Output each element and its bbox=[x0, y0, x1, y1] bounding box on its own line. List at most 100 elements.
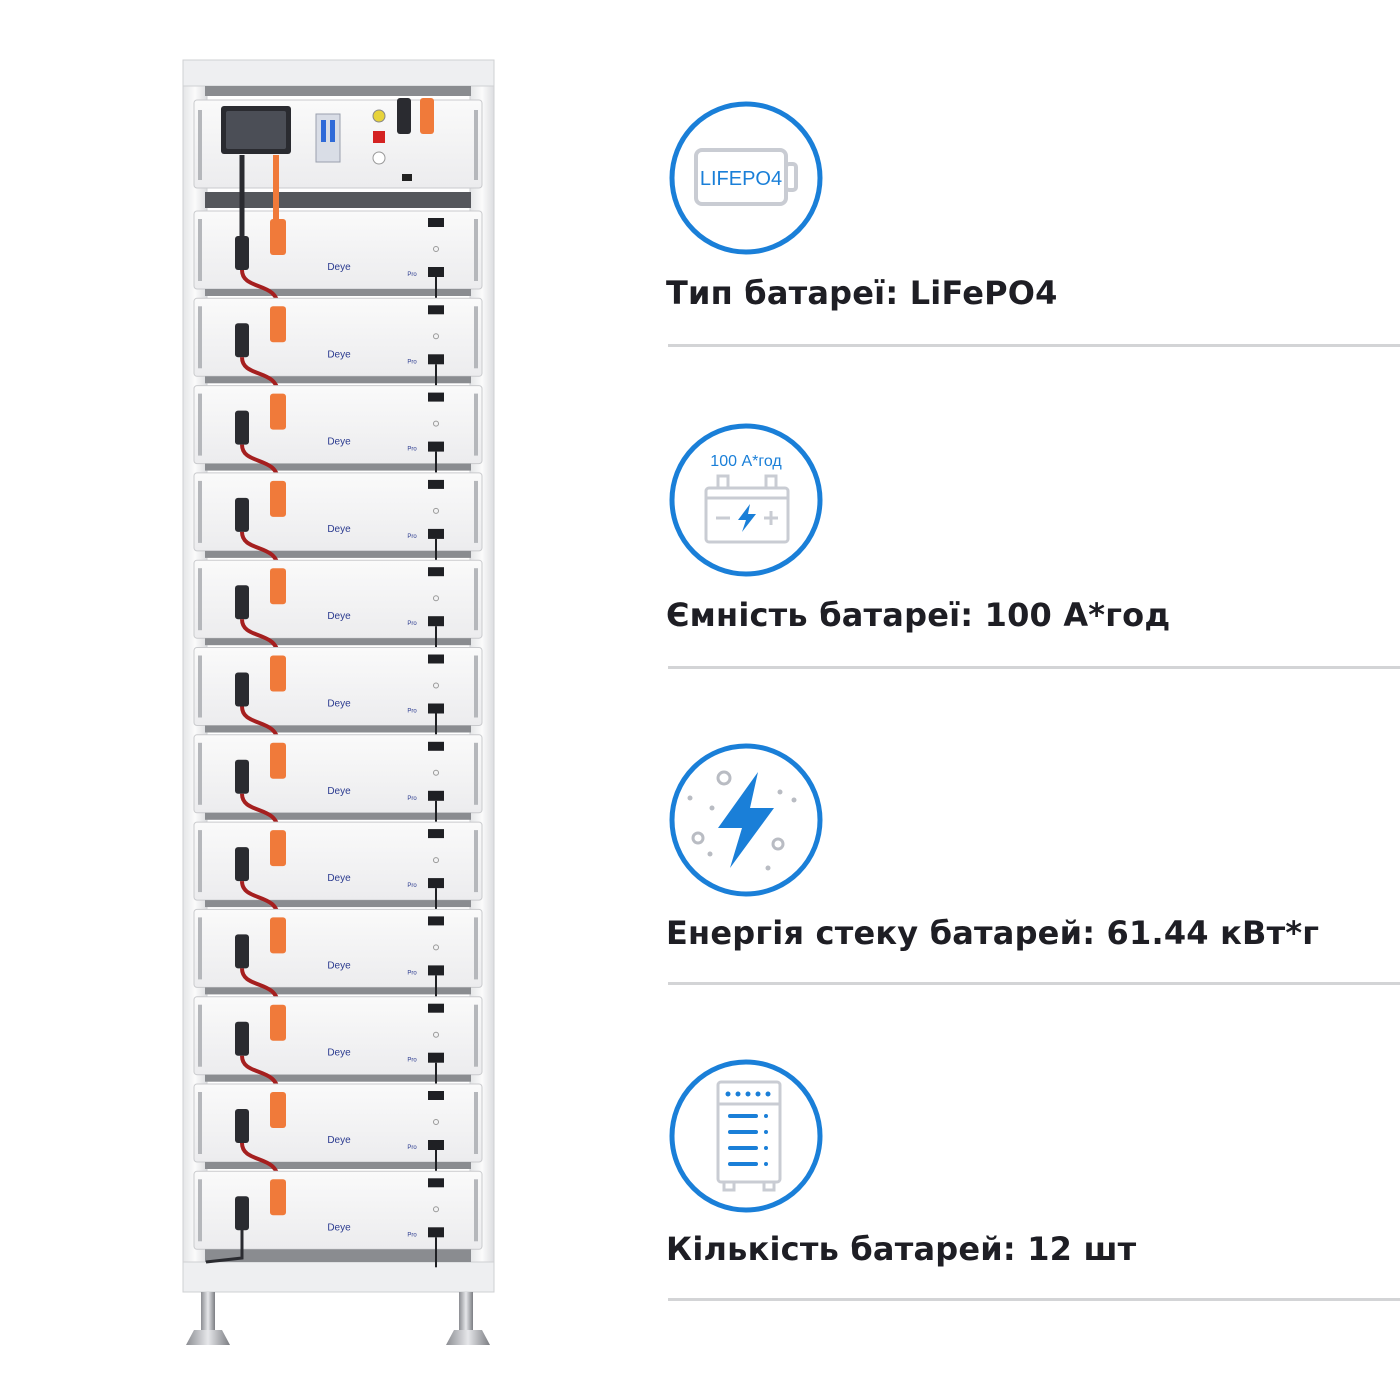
negative-terminal bbox=[235, 1196, 249, 1231]
comm-port bbox=[428, 1227, 444, 1238]
comm-port bbox=[428, 965, 444, 976]
positive-terminal bbox=[270, 1004, 286, 1041]
comm-port bbox=[428, 790, 444, 801]
positive-terminal bbox=[270, 393, 286, 430]
negative-terminal bbox=[235, 759, 249, 794]
comm-port bbox=[428, 441, 444, 452]
positive-terminal bbox=[270, 1179, 286, 1216]
module-model-label: Pro bbox=[407, 1232, 417, 1238]
module-brand-label: Deye bbox=[327, 1135, 351, 1146]
module-brand-label: Deye bbox=[327, 262, 351, 273]
rack-foot-left bbox=[186, 1292, 230, 1345]
module-model-label: Pro bbox=[407, 534, 417, 540]
battery-module-stack: DeyeProDeyeProDeyeProDeyeProDeyeProDeyeP… bbox=[193, 155, 483, 1268]
comm-port bbox=[428, 616, 444, 627]
module-brand-label: Deye bbox=[327, 611, 351, 622]
positive-terminal bbox=[270, 219, 286, 255]
status-led bbox=[433, 1119, 439, 1125]
negative-terminal bbox=[235, 1109, 249, 1143]
spec-battery-capacity-label: Ємність батареї: 100 А*год bbox=[666, 596, 1171, 634]
module-model-label: Pro bbox=[407, 796, 417, 802]
status-led bbox=[433, 507, 439, 514]
status-led bbox=[433, 769, 439, 776]
module-model-label: Pro bbox=[407, 359, 417, 365]
comm-port bbox=[428, 654, 444, 664]
module-model-label: Pro bbox=[407, 447, 417, 453]
negative-terminal bbox=[235, 672, 249, 707]
spec-stack-energy-label: Енергія стеку батарей: 61.44 кВт*г bbox=[666, 914, 1320, 952]
comm-port bbox=[428, 1052, 444, 1063]
battery-rack-illustration: DeyeProDeyeProDeyeProDeyeProDeyeProDeyeP… bbox=[182, 59, 495, 1345]
module-model-label: Pro bbox=[407, 970, 417, 976]
comm-port bbox=[428, 392, 444, 402]
module-brand-label: Deye bbox=[327, 437, 351, 448]
comm-port bbox=[428, 567, 444, 577]
positive-terminal bbox=[270, 917, 286, 954]
status-led bbox=[433, 595, 439, 602]
lifepo4-badge-text: LIFEPO4 bbox=[700, 168, 782, 190]
module-model-label: Pro bbox=[407, 883, 417, 889]
comm-port bbox=[428, 829, 444, 839]
lifepo4-battery-icon: LIFEPO4 bbox=[668, 100, 824, 256]
comm-port bbox=[428, 267, 444, 277]
positive-terminal bbox=[270, 655, 286, 692]
positive-terminal bbox=[270, 830, 286, 867]
negative-terminal bbox=[235, 323, 249, 358]
battery-capacity-icon: 100 А*год bbox=[668, 422, 824, 578]
comm-port bbox=[428, 479, 444, 489]
positive-terminal bbox=[270, 306, 286, 343]
positive-terminal bbox=[270, 742, 286, 779]
divider bbox=[668, 666, 1400, 669]
status-led bbox=[433, 857, 439, 864]
status-led bbox=[433, 333, 439, 340]
rack-foot-right bbox=[446, 1292, 490, 1345]
capacity-badge-text: 100 А*год bbox=[710, 453, 782, 470]
spec-battery-type-label: Тип батареї: LiFePO4 bbox=[666, 274, 1058, 312]
negative-terminal bbox=[235, 1021, 249, 1056]
status-led bbox=[433, 246, 439, 252]
module-brand-label: Deye bbox=[327, 786, 351, 797]
module-brand-label: Deye bbox=[327, 1048, 351, 1059]
divider bbox=[668, 1298, 1400, 1301]
positive-terminal bbox=[270, 1092, 286, 1128]
negative-terminal bbox=[235, 847, 249, 882]
comm-port bbox=[428, 1178, 444, 1188]
comm-port bbox=[428, 1140, 444, 1150]
module-model-label: Pro bbox=[407, 709, 417, 715]
status-led bbox=[433, 682, 439, 689]
comm-port bbox=[428, 305, 444, 315]
lightning-energy-icon bbox=[668, 742, 824, 898]
comm-port bbox=[428, 1091, 444, 1100]
divider bbox=[668, 344, 1400, 347]
negative-terminal bbox=[235, 410, 249, 445]
negative-terminal bbox=[235, 497, 249, 532]
module-brand-label: Deye bbox=[327, 873, 351, 884]
comm-port bbox=[428, 528, 444, 539]
comm-port bbox=[428, 218, 444, 227]
module-model-label: Pro bbox=[407, 621, 417, 627]
module-brand-label: Deye bbox=[327, 1222, 351, 1233]
status-led bbox=[433, 1206, 439, 1213]
status-led bbox=[433, 420, 439, 427]
control-unit bbox=[193, 98, 483, 189]
positive-terminal bbox=[270, 568, 286, 605]
comm-port bbox=[428, 703, 444, 714]
comm-port bbox=[428, 878, 444, 889]
negative-terminal bbox=[235, 585, 249, 620]
module-brand-label: Deye bbox=[327, 349, 351, 360]
module-model-label: Pro bbox=[407, 1145, 417, 1151]
module-brand-label: Deye bbox=[327, 960, 351, 971]
spec-battery-count-label: Кількість батарей: 12 шт bbox=[666, 1230, 1137, 1268]
comm-port bbox=[428, 1003, 444, 1013]
status-led bbox=[433, 944, 439, 951]
